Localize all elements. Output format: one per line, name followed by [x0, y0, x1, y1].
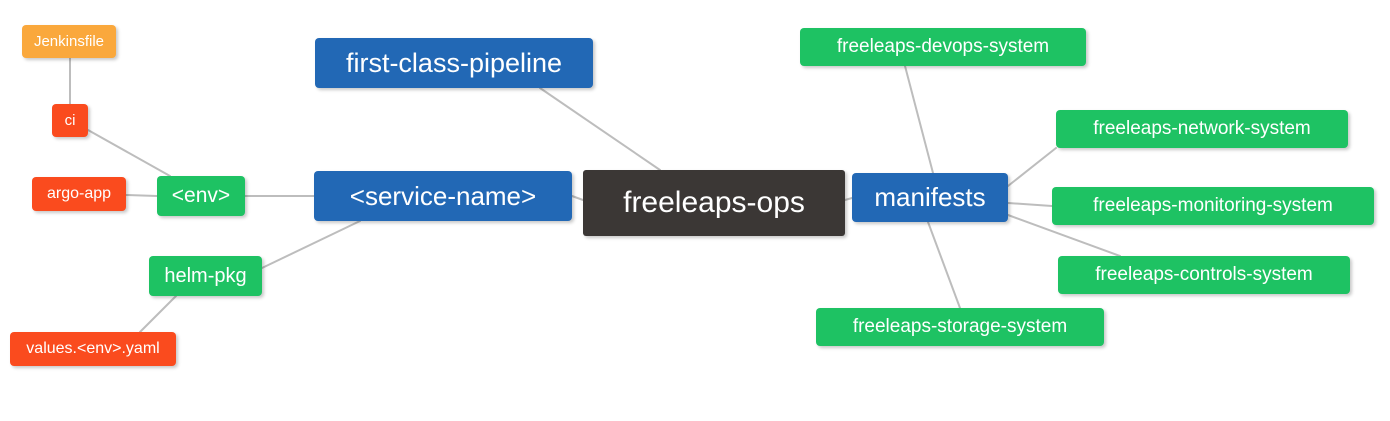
node-helm-pkg[interactable]: helm-pkg	[149, 256, 262, 296]
node-freeleaps-devops-system[interactable]: freeleaps-devops-system	[800, 28, 1086, 66]
node-freeleaps-storage-system[interactable]: freeleaps-storage-system	[816, 308, 1104, 346]
edge-e-ci-env	[87, 129, 171, 177]
edge-e-values-helm	[139, 295, 177, 333]
edge-e-manifests-network	[1007, 147, 1057, 187]
node-service-name[interactable]: <service-name>	[314, 171, 572, 221]
node-manifests[interactable]: manifests	[852, 173, 1008, 222]
node-freeleaps-controls-system[interactable]: freeleaps-controls-system	[1058, 256, 1350, 294]
edge-e-ops-manifests	[844, 197, 853, 201]
edge-e-pipeline-ops	[539, 87, 661, 171]
node-freeleaps-monitoring-system[interactable]: freeleaps-monitoring-system	[1052, 187, 1374, 225]
node-env[interactable]: <env>	[157, 176, 245, 216]
edge-e-manifests-storage	[927, 221, 961, 309]
node-values-yaml[interactable]: values.<env>.yaml	[10, 332, 176, 366]
edge-e-manifests-devops	[904, 65, 934, 174]
node-jenkinsfile[interactable]: Jenkinsfile	[22, 25, 116, 58]
node-first-class-pipeline[interactable]: first-class-pipeline	[315, 38, 593, 88]
node-freeleaps-network-system[interactable]: freeleaps-network-system	[1056, 110, 1348, 148]
node-freeleaps-ops[interactable]: freeleaps-ops	[583, 170, 845, 236]
edge-e-helm-service	[261, 220, 361, 269]
node-ci[interactable]: ci	[52, 104, 88, 137]
node-argo-app[interactable]: argo-app	[32, 177, 126, 211]
edge-e-manifests-monitoring	[1007, 202, 1053, 207]
edge-e-argoapp-env	[125, 194, 158, 197]
edge-e-service-ops	[571, 195, 584, 201]
